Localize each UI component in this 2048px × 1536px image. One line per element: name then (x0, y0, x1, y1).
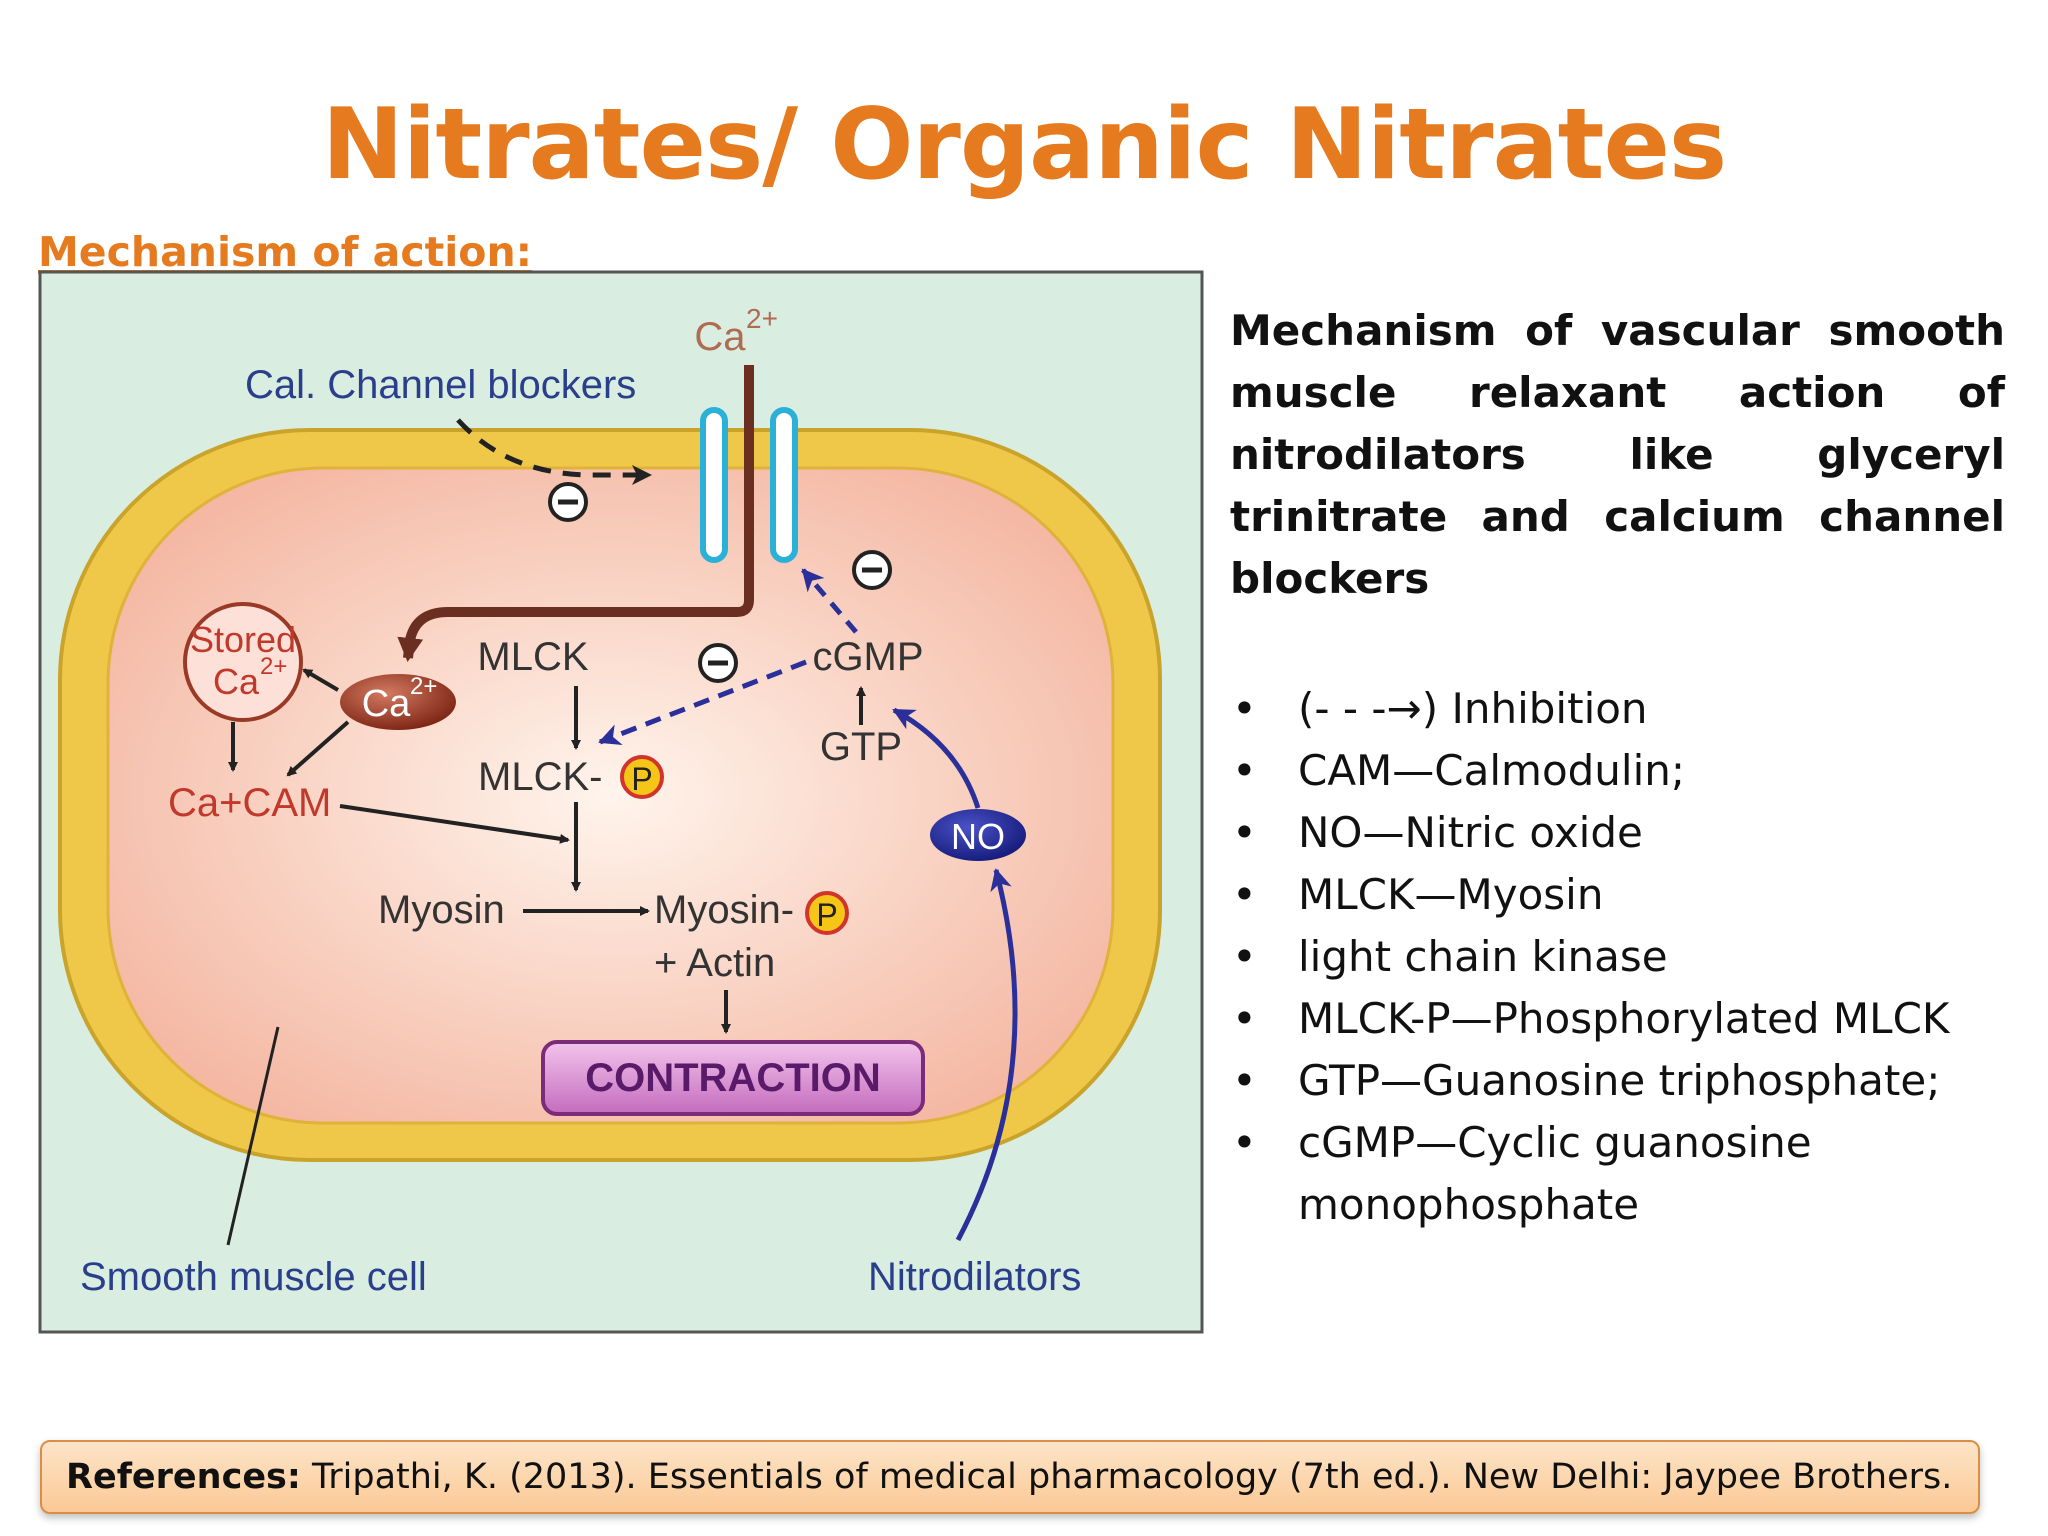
mechanism-diagram: Ca 2+ Cal. Channel blockers Stored Ca 2+… (38, 270, 1204, 1334)
ca-to-cacam-arrow (286, 720, 350, 777)
nitrodilator-to-no-arrow (955, 868, 1018, 1242)
bullet-icon: • (1232, 808, 1257, 857)
cgmp-label: cGMP (812, 635, 923, 679)
list-item: •NO—Nitric oxide (1232, 802, 2032, 864)
cgmp-inhibits-channel-arrow (801, 568, 858, 634)
bullet-icon: • (1232, 746, 1257, 795)
bullet-icon: • (1232, 1118, 1257, 1167)
ca-influx-arrow (397, 365, 754, 662)
calcium-channel-left (700, 407, 728, 563)
myosin-p-label: Myosin- (654, 888, 794, 932)
calcium-channel-right (770, 407, 798, 563)
mlck-p-label: MLCK- (478, 755, 602, 799)
cgmp-channel-minus-icon (852, 550, 892, 590)
stored-label: Stored (190, 619, 296, 660)
list-item: •CAM—Calmodulin; (1232, 740, 2032, 802)
bullet-icon: • (1232, 932, 1257, 981)
ca-to-stored-arrow (302, 668, 340, 692)
mlck-phosphate-icon: P (620, 755, 664, 799)
reference-text: Tripathi, K. (2013). Essentials of medic… (300, 1457, 1953, 1497)
cacam-to-mlck-arrow (339, 804, 570, 844)
page-title: Nitrates/ Organic Nitrates (321, 88, 1728, 202)
ca-top-sup: 2+ (746, 303, 778, 334)
nitrodilators-label: Nitrodilators (868, 1255, 1081, 1299)
list-item: •MLCK-P—Phosphorylated MLCK (1232, 988, 2032, 1050)
list-item: •cGMP—Cyclic guanosine monophosphate (1232, 1112, 2032, 1236)
reference-label: References: (66, 1457, 301, 1497)
list-item: •(- - -→) Inhibition (1232, 678, 2032, 740)
list-item: •light chain kinase (1232, 926, 2032, 988)
cytoplasm (106, 466, 1115, 1125)
no-label: NO (951, 816, 1005, 857)
contraction-box (541, 1040, 925, 1116)
stored-ca-sup: 2+ (260, 653, 287, 680)
stored-ca-label: Ca (213, 661, 260, 702)
cal-channel-blockers-label: Cal. Channel blockers (245, 363, 636, 407)
bullet-icon: • (1232, 1056, 1257, 1105)
cgmp-mlck-minus-icon (698, 643, 738, 683)
bullet-icon: • (1232, 994, 1257, 1043)
abbreviation-legend: •(- - -→) Inhibition •CAM—Calmodulin; •N… (1232, 678, 2032, 1236)
diagram-description: Mechanism of vascular smooth muscle rela… (1230, 306, 2005, 603)
ca-top-label: Ca (694, 315, 746, 359)
actin-label: + Actin (654, 941, 775, 985)
contraction-label: CONTRACTION (585, 1056, 881, 1100)
gtp-label: GTP (820, 725, 902, 769)
no-to-gtp-arrow (892, 707, 981, 809)
ca-ion-sup: 2+ (410, 673, 437, 700)
ca-ion-label: Ca (362, 683, 411, 725)
stored-ca-vesicle (183, 602, 303, 722)
svg-text:P: P (816, 897, 837, 933)
ca-cam-label: Ca+CAM (168, 781, 331, 825)
bullet-icon: • (1232, 870, 1257, 919)
no-molecule (930, 809, 1026, 861)
blocker-minus-icon (548, 482, 588, 522)
list-item: •GTP—Guanosine triphosphate; (1232, 1050, 2032, 1112)
svg-text:P: P (631, 761, 652, 797)
cell-pointer-line (226, 1026, 280, 1246)
reference-box: References: Tripathi, K. (2013). Essenti… (40, 1440, 1980, 1514)
myosin-phosphate-icon: P (805, 891, 849, 935)
bullet-icon: • (1232, 684, 1257, 733)
myosin-label: Myosin (378, 888, 505, 932)
smooth-muscle-cell-label: Smooth muscle cell (80, 1255, 427, 1299)
cgmp-inhibits-mlck-arrow (598, 659, 807, 746)
list-item: •MLCK—Myosin (1232, 864, 2032, 926)
ca-ion (340, 674, 456, 730)
mlck-label: MLCK (477, 635, 588, 679)
section-heading: Mechanism of action: (38, 228, 533, 276)
